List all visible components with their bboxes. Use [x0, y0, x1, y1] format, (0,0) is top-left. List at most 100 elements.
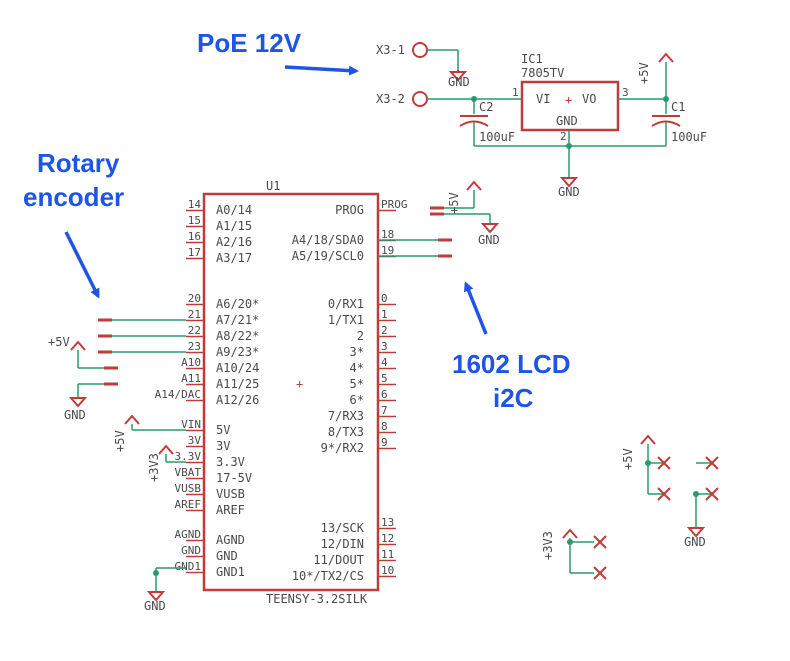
power-section: X3-1 GND X3-2 C2 100uF IC1 7805TV VI VO …	[376, 42, 707, 199]
teensy-left-pin-number: 15	[188, 214, 201, 227]
no-connect-marker	[705, 456, 719, 501]
teensy-right-pin-number: 8	[381, 420, 388, 433]
teensy-right-pin-number: 18	[381, 228, 394, 241]
gnd-symbol	[480, 223, 500, 234]
rotary-annotation-line2: encoder	[23, 182, 124, 212]
supply-3v3-symbol	[158, 444, 174, 455]
svg-text:1: 1	[512, 86, 519, 99]
lcd-arrow	[463, 281, 488, 335]
teensy-right-pin-number: 19	[381, 244, 394, 257]
teensy-right-pin-number: 5	[381, 372, 388, 385]
connector-x3-1-pad	[412, 42, 428, 58]
teensy-right-pin-label: 13/SCK	[321, 521, 365, 535]
teensy-right-pin-label: 12/DIN	[321, 537, 364, 551]
supply-5v-symbol	[70, 340, 86, 351]
svg-text:2: 2	[560, 130, 567, 143]
teensy-part: TEENSY-3.2SILK	[266, 592, 368, 606]
teensy-left-pin-label: A8/22*	[216, 329, 259, 343]
teensy-module: U1 TEENSY-3.2SILK + A0/1414A1/1515A2/161…	[155, 179, 408, 606]
teensy-left-pin-label: A7/21*	[216, 313, 259, 327]
teensy-right-pin-label: 5*	[350, 377, 364, 391]
teensy-right-pin-number: 6	[381, 388, 388, 401]
teensy-right-pin-number: 12	[381, 532, 394, 545]
teensy-left-pin-label: A6/20*	[216, 297, 259, 311]
teensy-left-pin-number: 3V	[188, 434, 202, 447]
teensy-left-pin-number: 20	[188, 292, 201, 305]
teensy-left-pin-number: VBAT	[175, 466, 202, 479]
teensy-right-pin-label: 0/RX1	[328, 297, 364, 311]
teensy-left-pin-number: 16	[188, 230, 201, 243]
svg-text:3: 3	[622, 86, 629, 99]
capacitor-c2-value: 100uF	[479, 130, 515, 144]
svg-text:+: +	[296, 377, 303, 391]
rotary-5v-label: +5V	[48, 335, 70, 349]
teensy-left-pin-number: A11	[181, 372, 201, 385]
gnd-symbol	[146, 591, 166, 602]
teensy-body	[202, 192, 380, 592]
teensy-left-pin-label: A9/23*	[216, 345, 259, 359]
gnd-symbol	[686, 527, 706, 538]
gnd-label: GND	[558, 185, 580, 199]
capacitor-c2-symbol	[459, 115, 489, 146]
teensy-left-pin-label: A12/26	[216, 393, 259, 407]
regulator-gnd-label: GND	[556, 114, 578, 128]
teensy-left-pin-number: AGND	[175, 528, 202, 541]
supply-5v-symbol	[640, 434, 656, 445]
unused-3v3-label: +3V3	[541, 531, 555, 560]
teensy-left-pin-number: 21	[188, 308, 201, 321]
gnd-symbol	[68, 397, 88, 408]
teensy-left-pin-label: VUSB	[216, 487, 245, 501]
teensy-left-pin-label: A10/24	[216, 361, 259, 375]
teensy-left-pin-number: GND	[181, 544, 201, 557]
supply-5v-symbol	[658, 52, 674, 63]
gnd-symbol	[559, 177, 579, 188]
teensy-left-pin-label: A0/14	[216, 203, 252, 217]
teensy-pins: A0/1414A1/1515A2/1616A3/1717A6/20*20A7/2…	[155, 198, 408, 583]
regulator-part: 7805TV	[521, 66, 564, 80]
teensy-right-pin-number: 7	[381, 404, 388, 417]
teensy-left-pin-number: 23	[188, 340, 201, 353]
svg-text:+: +	[565, 93, 572, 107]
unused-pins: +5V GND +3V3	[541, 434, 719, 580]
teensy-left-pin-label: A2/16	[216, 235, 252, 249]
teensy-left-pin-label: GND	[216, 549, 238, 563]
teensy-left-pin-label: A11/25	[216, 377, 259, 391]
teensy-left-pin-label: GND1	[216, 565, 245, 579]
teensy-right-pin-number: 1	[381, 308, 388, 321]
teensy-right-pin-label: PROG	[335, 203, 364, 217]
teensy-right-pin-label: 7/RX3	[328, 409, 364, 423]
teensy-left-pin-number: 22	[188, 324, 201, 337]
capacitor-c1-symbol	[651, 115, 681, 146]
teensy-left-pin-number: 17	[188, 246, 201, 259]
teensy-left-pin-label: 17-5V	[216, 471, 252, 485]
connector-x3-2-label: X3-2	[376, 92, 405, 106]
teensy-right-pin-label: 2	[357, 329, 364, 343]
supply-5v-symbol	[466, 180, 482, 191]
regulator-vo-label: VO	[582, 92, 596, 106]
no-connect-marker	[657, 456, 671, 501]
teensy-right-pin-number: 3	[381, 340, 388, 353]
regulator-vi-label: VI	[536, 92, 550, 106]
teensy-left-pin-number: A14/DAC	[155, 388, 201, 401]
teensy-right-pin-number: 10	[381, 564, 394, 577]
no-connect-marker	[593, 535, 607, 580]
teensy-right-pin-number: PROG	[381, 198, 408, 211]
teensy-right-pin-number: 2	[381, 324, 388, 337]
capacitor-c1-value: 100uF	[671, 130, 707, 144]
teensy-left-pin-number: VIN	[181, 418, 201, 431]
teensy-left-pin-label: AGND	[216, 533, 245, 547]
teensy-right-pin-label: A5/19/SCL0	[292, 249, 364, 263]
teensy-left-pin-label: 3.3V	[216, 455, 245, 469]
teensy-left-pin-label: AREF	[216, 503, 245, 517]
supply-5v-symbol	[124, 414, 140, 425]
regulator-7805-body	[520, 80, 620, 132]
regulator-5v-label: +5V	[637, 62, 651, 84]
teensy-right-pin-number: 9	[381, 436, 388, 449]
teensy-right-pin-label: 10*/TX2/CS	[292, 569, 364, 583]
prog-gnd-label: GND	[478, 233, 500, 247]
capacitor-c1-name: C1	[671, 100, 685, 114]
unused-gnd-label: GND	[684, 535, 706, 549]
teensy-nets: +5V GND +5V GND +5V +3V3	[48, 180, 500, 613]
teensy-left-pin-label: A3/17	[216, 251, 252, 265]
teensy-right-pin-number: 11	[381, 548, 394, 561]
